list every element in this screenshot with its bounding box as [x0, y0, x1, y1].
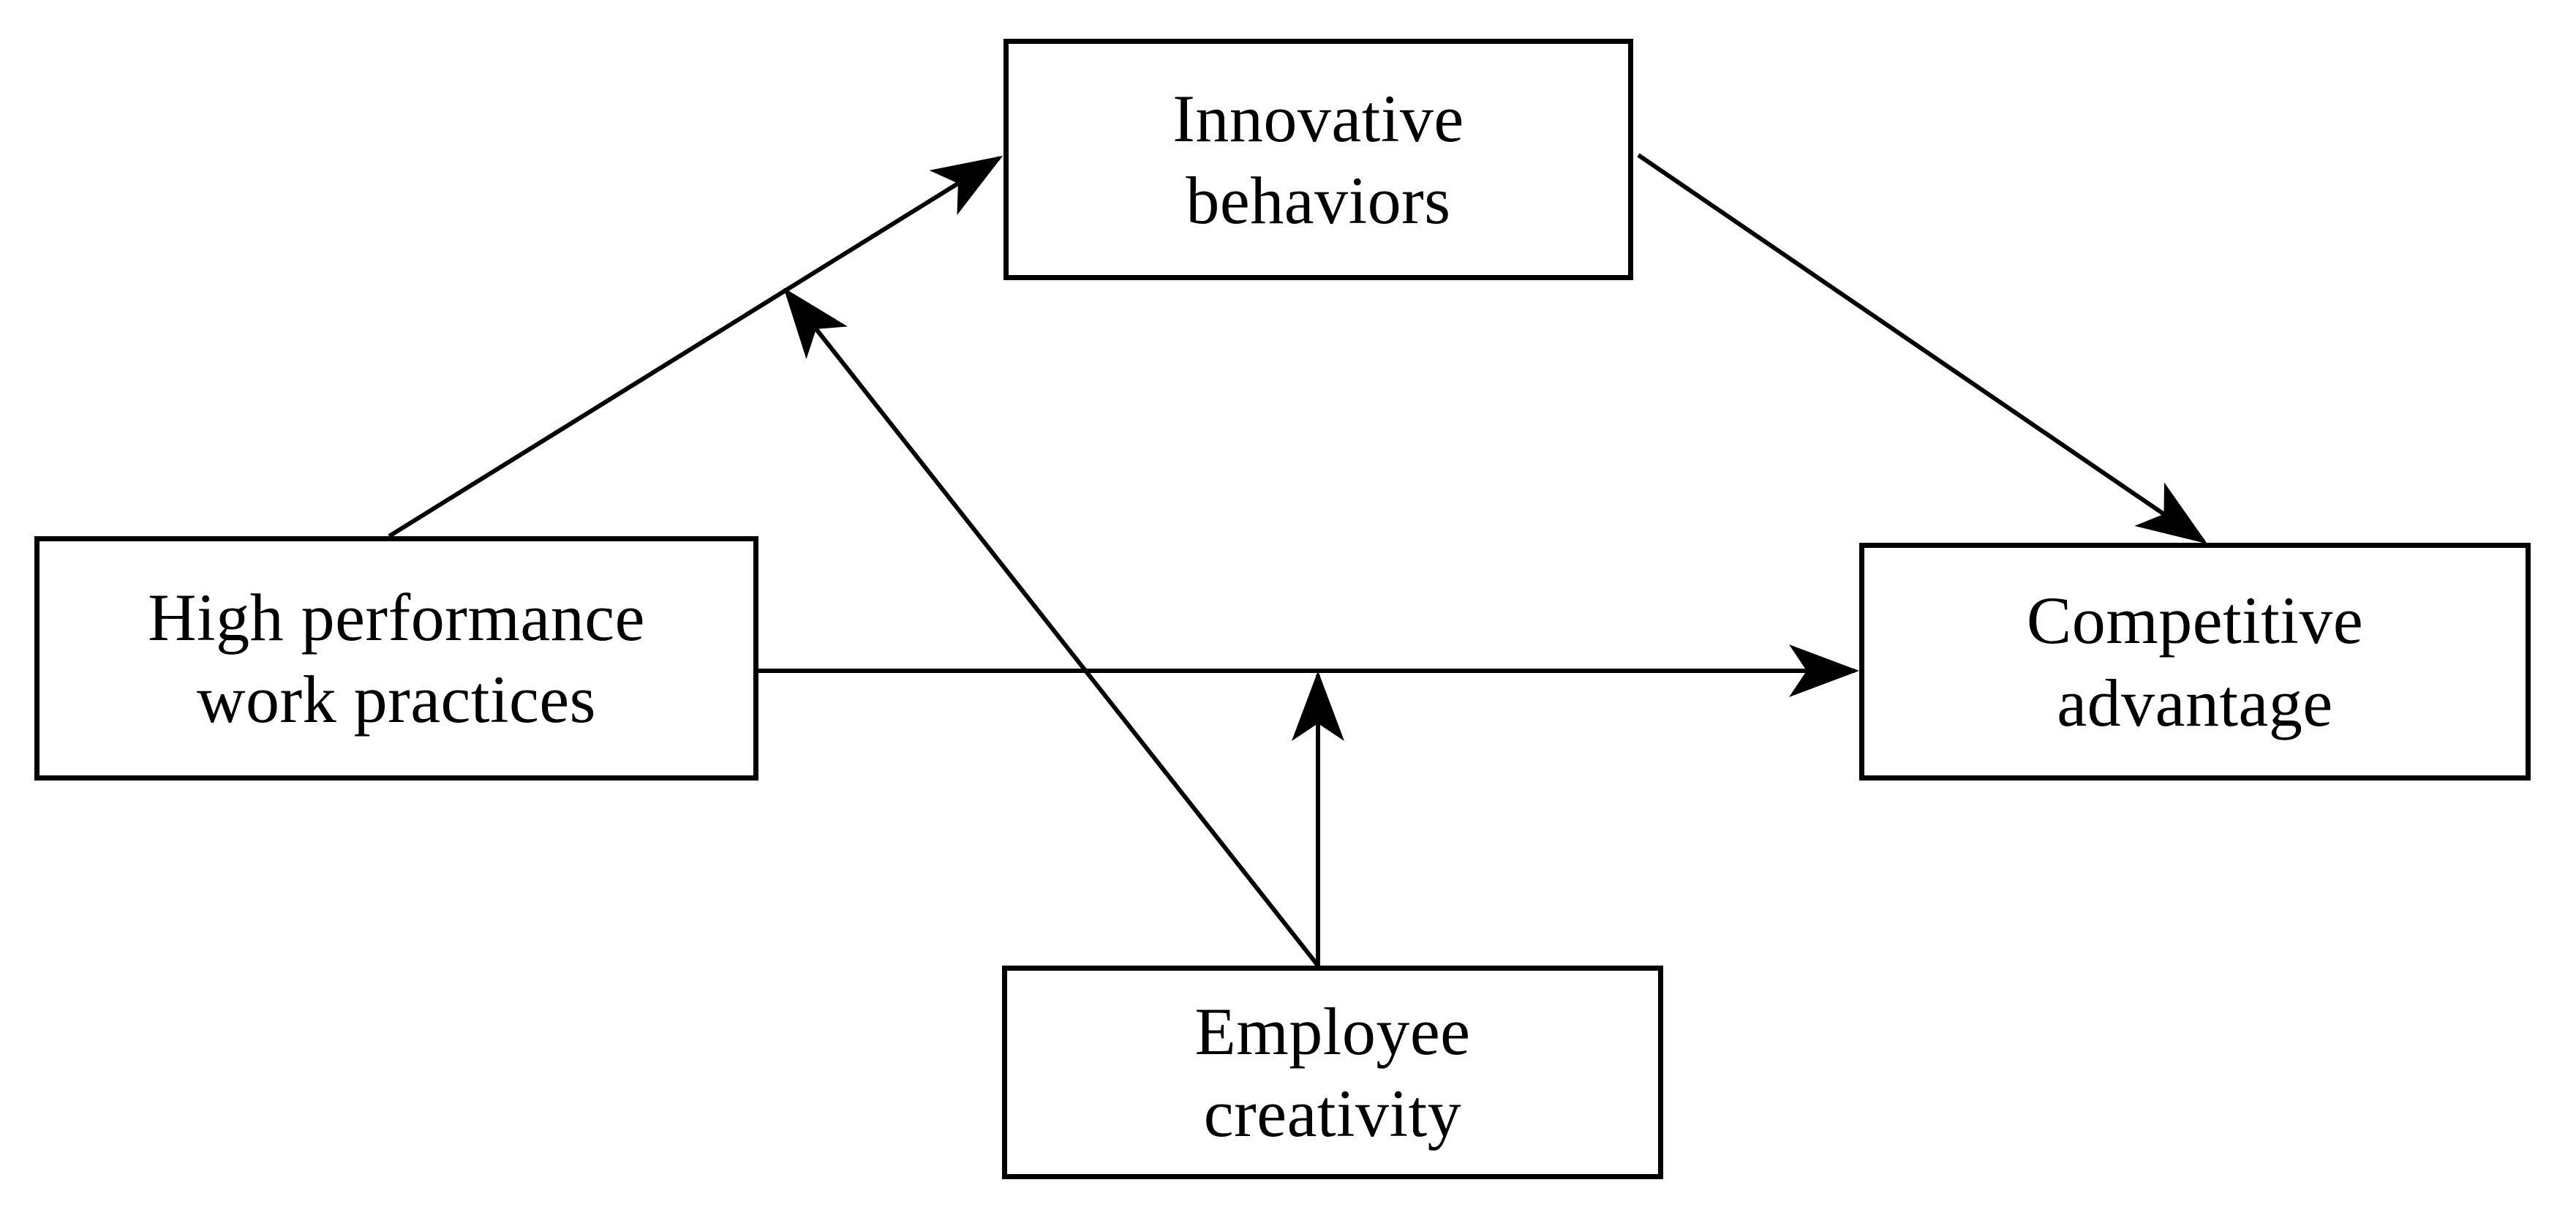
node-innovative-behaviors-label: Innovative behaviors	[1172, 80, 1464, 238]
node-competitive-advantage: Competitive advantage	[1859, 543, 2531, 781]
node-employee-creativity: Employee creativity	[1002, 966, 1663, 1179]
node-employee-creativity-label: Employee creativity	[1194, 993, 1471, 1151]
arrow-innovative-behaviors-to-competitive-advantage	[1637, 153, 2207, 544]
arrow-employee-creativity-to-innovation-path	[783, 287, 1320, 967]
node-competitive-advantage-label: Competitive advantage	[2026, 583, 2364, 740]
arrow-hpwp-to-innovative-behaviors	[388, 155, 1003, 538]
node-high-performance-work-practices-label: High performance work practices	[148, 579, 645, 737]
node-innovative-behaviors: Innovative behaviors	[1003, 39, 1633, 280]
node-high-performance-work-practices: High performance work practices	[34, 536, 758, 781]
